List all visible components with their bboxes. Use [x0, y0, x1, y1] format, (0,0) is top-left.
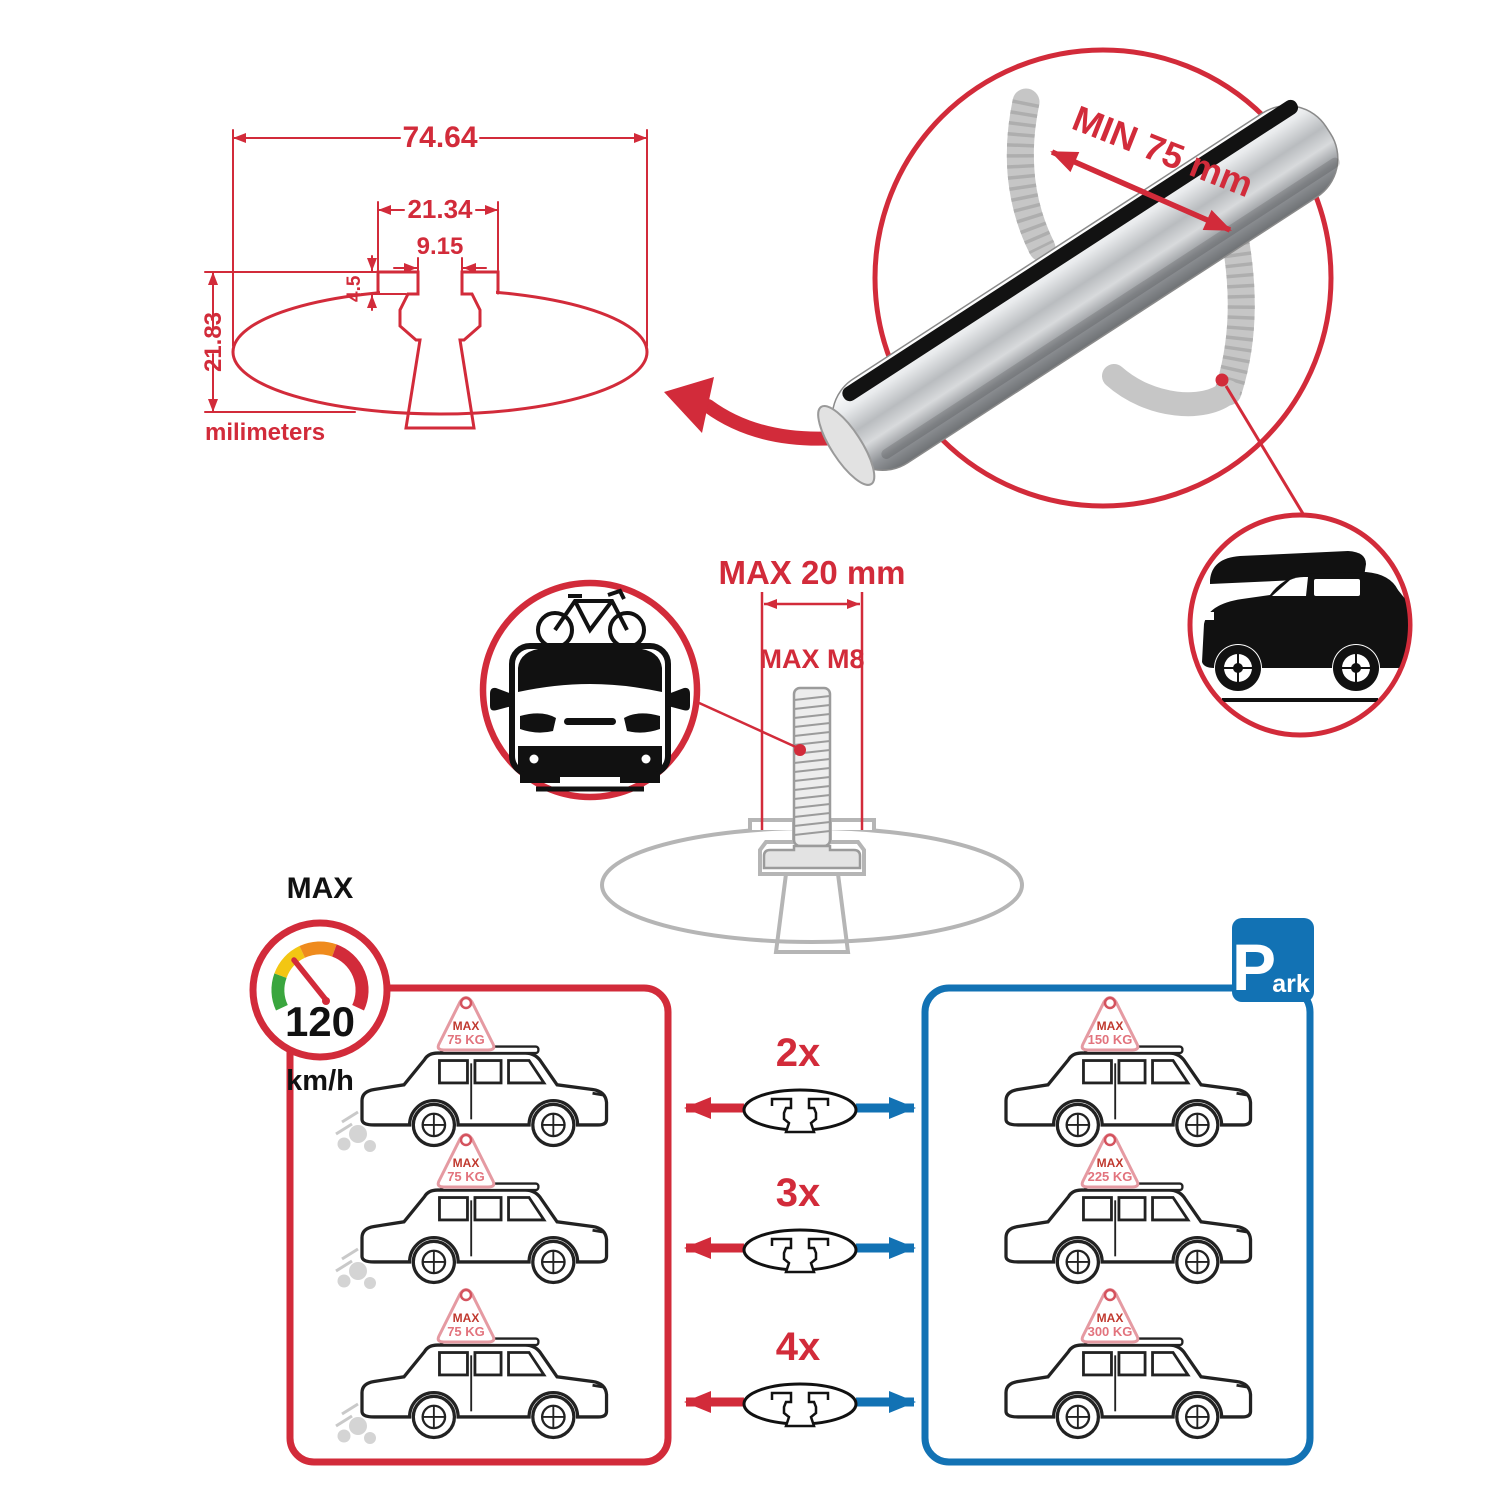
callout-line-car	[696, 700, 799, 750]
dim-total-width: 74.64	[232, 121, 648, 347]
exhaust-puffs-icon	[335, 1247, 376, 1289]
multiplier-row-1: 2x	[684, 1031, 916, 1134]
sign-max-label: MAX	[1097, 1311, 1124, 1325]
callout-line-suv	[1224, 385, 1307, 518]
sign-load-value: 75 KG	[447, 1324, 485, 1339]
profile-oval	[231, 288, 649, 416]
dim-total-height-label: 21.83	[200, 312, 227, 372]
park-sign-p: P	[1232, 930, 1276, 1004]
strap-callout-dot	[1215, 373, 1229, 387]
park-sign: P ark	[1232, 918, 1314, 1004]
driving-car-2	[335, 1181, 609, 1289]
crossbar-section-icon	[742, 1088, 858, 1134]
roof-load-sign: MAX 300 KG	[1080, 1288, 1140, 1344]
sign-hook-icon	[1103, 996, 1117, 1010]
technical-drawing: 74.64 21.34 9.15 4.5	[200, 121, 649, 446]
park-sign-board	[1232, 918, 1314, 1002]
car-bike-circle	[479, 579, 701, 801]
min-span-arrow	[1050, 149, 1232, 233]
sign-max-label: MAX	[453, 1019, 480, 1033]
sign-hook-icon	[459, 1133, 473, 1147]
sign-hook-icon	[1103, 1133, 1117, 1147]
sign-load-value: 75 KG	[447, 1169, 485, 1184]
multiplier-row-3: 4x	[684, 1325, 916, 1428]
t-bolt-icon	[762, 686, 862, 870]
bolt-dimensions	[760, 592, 864, 830]
sign-hook-icon	[459, 996, 473, 1010]
multiplier-label: 4x	[776, 1325, 821, 1369]
dim-slot-width-label: 9.15	[417, 233, 464, 260]
speed-value: 120	[285, 998, 355, 1045]
sign-max-label: MAX	[453, 1156, 480, 1170]
sign-load-value: 150 KG	[1088, 1032, 1133, 1047]
bolt-diagram: MAX 20 mm MAX M8	[600, 554, 1024, 954]
max-thread-label: MAX M8	[759, 644, 864, 674]
sign-load-value: 225 KG	[1088, 1169, 1133, 1184]
crossbar-section-icon	[742, 1382, 858, 1428]
crossbar-detail-circle: MIN 75 mm	[817, 47, 1341, 518]
parking-panel: MAX 150 KG MAX 225 KG MAX 300 KG P ark	[921, 918, 1314, 1466]
dim-total-height: 21.83	[200, 271, 377, 413]
multiplier-label: 3x	[776, 1171, 821, 1215]
dim-total-width-label: 74.64	[402, 121, 477, 154]
driving-car-3	[335, 1336, 609, 1444]
roof-load-sign: MAX 75 KG	[436, 996, 496, 1052]
roof-load-sign: MAX 225 KG	[1080, 1133, 1140, 1189]
multiplier-row-2: 3x	[684, 1171, 916, 1274]
speedometer-needle	[291, 957, 329, 1003]
dim-lip-height: 4.5	[344, 255, 407, 311]
sign-load-value: 300 KG	[1088, 1324, 1133, 1339]
dim-channel-width-label: 21.34	[407, 194, 473, 224]
suv-roofbox-icon	[1202, 551, 1408, 702]
sign-max-label: MAX	[1097, 1019, 1124, 1033]
multiplier-rows: 2x 3x 4x	[684, 1031, 916, 1428]
roof-load-sign: MAX 150 KG	[1080, 996, 1140, 1052]
units-label: milimeters	[205, 419, 325, 446]
car-front-icon	[490, 643, 690, 792]
driving-cars: MAX 75 KG MAX 75 KG MAX	[335, 996, 609, 1444]
suv-roofbox-circle	[1187, 512, 1413, 738]
dim-channel-width: 21.34	[377, 194, 499, 271]
sign-hook-icon	[1103, 1288, 1117, 1302]
speed-max-label: MAX	[287, 872, 354, 905]
dim-slot-width: 9.15	[393, 233, 487, 273]
driving-car-1	[335, 1044, 609, 1152]
crossbar-section-icon	[742, 1228, 858, 1274]
speed-unit: km/h	[286, 1065, 354, 1097]
sign-load-value: 75 KG	[447, 1032, 485, 1047]
sign-hook-icon	[459, 1288, 473, 1302]
roof-load-sign: MAX 75 KG	[436, 1133, 496, 1189]
profile-channel	[376, 270, 500, 430]
dim-lip-height-label: 4.5	[344, 275, 365, 302]
max-width-label: MAX 20 mm	[718, 554, 905, 591]
exhaust-puffs-icon	[335, 1110, 376, 1152]
roof-load-sign: MAX 75 KG	[436, 1288, 496, 1344]
speed-limit: MAX 120 km/h	[249, 872, 391, 1097]
park-sign-ark: ark	[1272, 970, 1310, 998]
sign-max-label: MAX	[1097, 1156, 1124, 1170]
exhaust-puffs-icon	[335, 1402, 376, 1444]
multiplier-label: 2x	[776, 1031, 821, 1075]
sign-max-label: MAX	[453, 1311, 480, 1325]
